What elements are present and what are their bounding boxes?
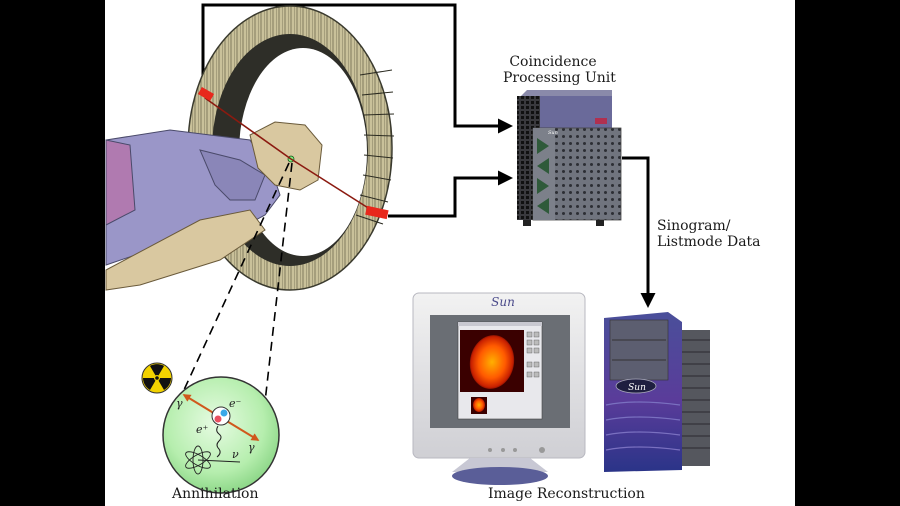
reconstruction-label: Image Reconstruction xyxy=(488,486,645,502)
radiation-icon xyxy=(141,362,173,394)
detector-hit-top xyxy=(197,87,215,101)
tower-logo: Sun xyxy=(628,383,646,393)
workstation-monitor xyxy=(412,292,586,485)
gamma-bottom-symbol: γ xyxy=(248,441,255,454)
top-connector xyxy=(201,3,513,134)
cpu-logo: Sun xyxy=(548,130,558,136)
positron-symbol: e⁺ xyxy=(196,423,209,436)
line-of-response xyxy=(204,97,374,212)
sinogram-label-line2: Listmode Data xyxy=(657,234,761,250)
sinogram-label-line1: Sinogram/ xyxy=(657,218,731,234)
coincidence-label: Coincidence Processing Unit xyxy=(503,54,616,86)
detector-hit-bottom xyxy=(365,205,389,220)
sinogram-label: Sinogram/ Listmode Data xyxy=(657,218,761,250)
coincidence-processing-unit xyxy=(517,90,622,226)
bottom-connector xyxy=(388,170,513,218)
annihilation-sphere xyxy=(162,376,280,494)
electron-symbol: e⁻ xyxy=(229,397,242,410)
sinogram-connector xyxy=(622,156,656,308)
neutrino-symbol: ν xyxy=(232,448,239,461)
annihilation-label: Annihilation xyxy=(172,486,259,502)
gamma-top-symbol: γ xyxy=(176,397,183,410)
coincidence-label-line1: Coincidence xyxy=(509,54,597,70)
patient xyxy=(105,121,323,291)
monitor-logo: Sun xyxy=(491,295,515,309)
coincidence-label-line2: Processing Unit xyxy=(503,70,616,86)
zoom-lines xyxy=(182,162,293,403)
reconstruction-tower xyxy=(604,312,710,472)
